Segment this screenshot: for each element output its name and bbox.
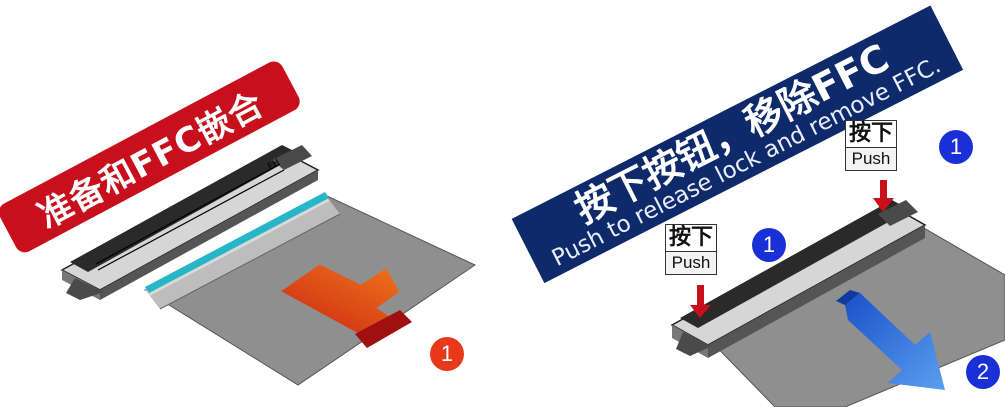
step-badge-push-right: 1 (939, 130, 973, 164)
push-arrow-right (873, 180, 894, 212)
insert-arrow (281, 264, 412, 348)
push-callout-left: 按下 Push (665, 224, 718, 275)
ffc-stiffener (145, 192, 329, 293)
push-callout-right: 按下 Push (845, 120, 898, 171)
callout-en: Push (666, 251, 717, 274)
remove-arrow (836, 290, 945, 390)
push-arrow-left (690, 285, 711, 318)
step-badge-push-left: 1 (752, 228, 786, 262)
step-badge-remove: 2 (966, 355, 1000, 389)
callout-zh: 按下 (849, 121, 894, 146)
connector-left: FH (60, 145, 320, 300)
callout-en: Push (846, 147, 897, 170)
step-badge-left: 1 (430, 337, 464, 371)
callout-zh: 按下 (669, 225, 714, 250)
connector-right (670, 200, 927, 358)
